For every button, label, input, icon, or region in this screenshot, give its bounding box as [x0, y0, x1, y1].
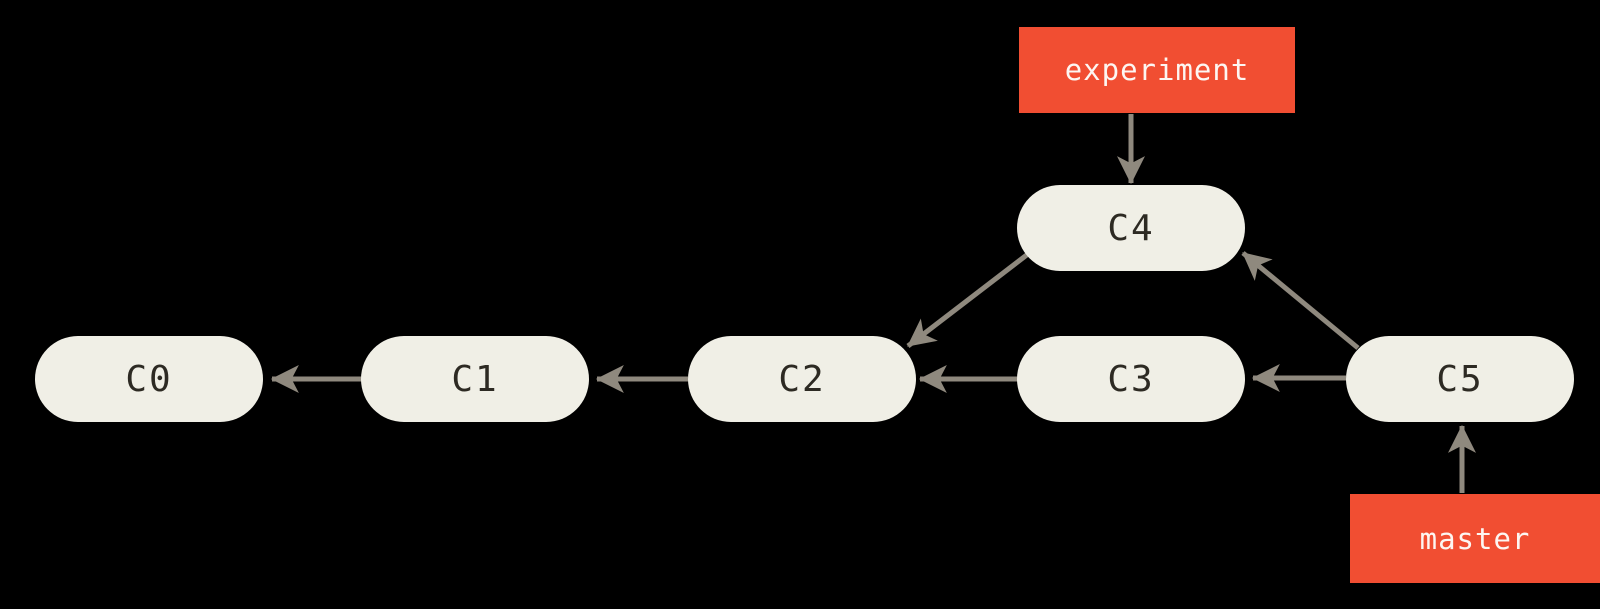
branch-label-master-text: master	[1419, 521, 1531, 556]
commit-node-c0-label: C0	[125, 358, 173, 400]
branch-label-experiment: experiment	[1019, 27, 1295, 113]
commit-node-c2-label: C2	[778, 358, 826, 400]
commit-node-c3-label: C3	[1107, 358, 1155, 400]
commit-node-c5-label: C5	[1436, 358, 1484, 400]
commit-node-c5: C5	[1346, 336, 1574, 422]
branch-label-experiment-text: experiment	[1064, 53, 1250, 87]
commit-node-c1: C1	[361, 336, 589, 422]
commit-node-c3: C3	[1017, 336, 1245, 422]
commit-node-c0: C0	[35, 336, 263, 422]
edge-c5-to-c4-arrow	[1241, 251, 1360, 350]
commit-node-c4-label: C4	[1107, 207, 1155, 249]
edge-c4-to-c2-arrow	[906, 252, 1030, 348]
branch-label-master: master	[1350, 494, 1600, 583]
commit-node-c2: C2	[688, 336, 916, 422]
commit-node-c4: C4	[1017, 185, 1245, 271]
commit-node-c1-label: C1	[451, 358, 499, 400]
